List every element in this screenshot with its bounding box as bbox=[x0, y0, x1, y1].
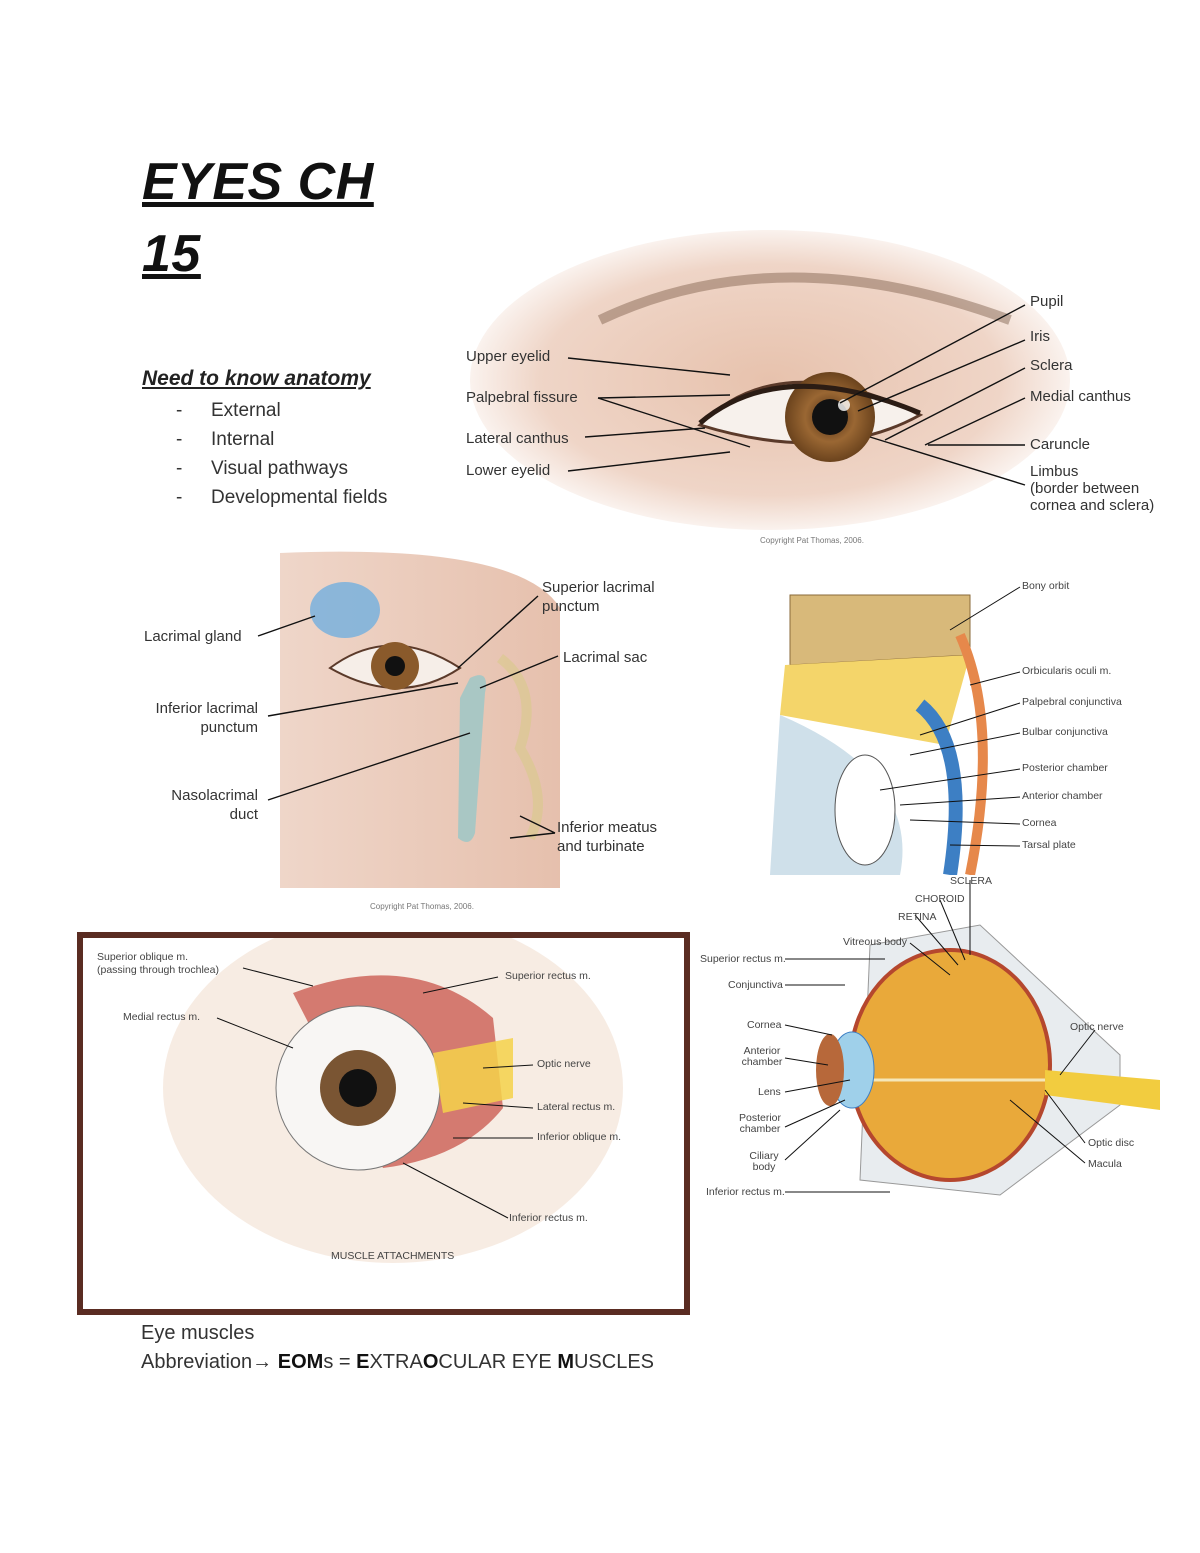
limbus-label: Limbus (border between cornea and sclera… bbox=[1030, 463, 1155, 514]
vitreous-label: Vitreous body bbox=[843, 936, 908, 948]
optic-nerve-label: Optic nerve bbox=[1070, 1021, 1124, 1033]
optic-disc-label: Optic disc bbox=[1088, 1137, 1135, 1149]
superior-punctum-label: Superior lacrimal punctum bbox=[542, 579, 655, 615]
eye-muscles-text: Eye muscles bbox=[141, 1322, 255, 1344]
inferior-rectus-label: Inferior rectus m. bbox=[706, 1186, 785, 1198]
medial-rectus-label: Medial rectus m. bbox=[123, 1011, 201, 1023]
lacrimal-gland-label: Lacrimal gland bbox=[144, 628, 242, 645]
cornea-label: Cornea bbox=[747, 1019, 782, 1031]
list-item: -Internal bbox=[176, 429, 275, 450]
posterior-chamber-label: Posterior chamber bbox=[738, 1112, 781, 1135]
credit-text: Copyright Pat Thomas, 2006. bbox=[760, 536, 864, 545]
cornea-label: Cornea bbox=[1022, 817, 1057, 829]
internal-eye-illustration bbox=[784, 880, 1160, 1196]
tarsal-plate-label: Tarsal plate bbox=[1022, 839, 1076, 851]
anterior-chamber-label: Anterior chamber bbox=[741, 1045, 783, 1068]
list-item: -Visual pathways bbox=[176, 458, 348, 479]
external-eye-illustration bbox=[470, 230, 1070, 530]
bulbar-conjunctiva-label: Bulbar conjunctiva bbox=[1022, 726, 1108, 738]
figure-caption: MUSCLE ATTACHMENTS bbox=[331, 1250, 455, 1262]
lateral-rectus-label: Lateral rectus m. bbox=[537, 1101, 616, 1113]
lateral-canthus-label: Lateral canthus bbox=[466, 430, 569, 447]
ciliary-body-label: Ciliary body bbox=[749, 1150, 779, 1173]
retina-label: RETINA bbox=[898, 911, 937, 923]
palpebral-conjunctiva-label: Palpebral conjunctiva bbox=[1022, 696, 1122, 708]
conjunctiva-label: Conjunctiva bbox=[728, 979, 783, 991]
section-heading: Need to know anatomy bbox=[142, 367, 371, 390]
macula-label: Macula bbox=[1088, 1158, 1122, 1170]
inferior-oblique-label: Inferior oblique m. bbox=[537, 1131, 622, 1143]
superior-rectus-label: Superior rectus m. bbox=[505, 970, 591, 982]
superior-oblique-label: Superior oblique m. (passing through tro… bbox=[97, 951, 219, 976]
muscle-attachments-figure: Superior oblique m. (passing through tro… bbox=[77, 913, 690, 1315]
superior-rectus-label: Superior rectus m. bbox=[700, 953, 786, 965]
page-title: EYES CH 15 bbox=[142, 153, 374, 283]
iris-label: Iris bbox=[1030, 328, 1050, 345]
sclera-label: SCLERA bbox=[950, 875, 993, 887]
choroid-label: CHOROID bbox=[915, 893, 965, 905]
internal-eye-figure: SCLERA CHOROID RETINA Vitreous body Supe… bbox=[700, 875, 1180, 1220]
abbreviation-text: Abbreviation→ EOMs = EXTRAOCULAR EYE MUS… bbox=[141, 1351, 655, 1373]
lacrimal-figure: Lacrimal gland Inferior lacrimal punctum… bbox=[140, 548, 700, 913]
lacrimal-sac-label: Lacrimal sac bbox=[563, 649, 648, 666]
lower-eyelid-label: Lower eyelid bbox=[466, 462, 551, 479]
topic-list: -External -Internal -Visual pathways -De… bbox=[176, 398, 387, 514]
list-item: -External bbox=[176, 400, 281, 421]
pupil-label: Pupil bbox=[1030, 293, 1064, 310]
credit-text: Copyright Pat Thomas, 2006. bbox=[370, 902, 474, 911]
posterior-chamber-label: Posterior chamber bbox=[1022, 762, 1108, 774]
eyelid-section-figure: Bony orbit Orbicularis oculi m. Palpebra… bbox=[770, 575, 1170, 877]
medial-canthus-label: Medial canthus bbox=[1030, 388, 1131, 405]
eyelid-section-illustration bbox=[770, 586, 1021, 877]
external-eye-figure: Upper eyelid Palpebral fissure Lateral c… bbox=[450, 225, 1170, 550]
orbicularis-label: Orbicularis oculi m. bbox=[1022, 665, 1112, 677]
nasolacrimal-duct-label: Nasolacrimal duct bbox=[171, 787, 258, 823]
list-item: -Developmental fields bbox=[176, 487, 388, 508]
inferior-punctum-label: Inferior lacrimal punctum bbox=[155, 700, 258, 736]
caruncle-label: Caruncle bbox=[1030, 436, 1091, 453]
lens-label: Lens bbox=[758, 1086, 781, 1098]
bony-orbit-label: Bony orbit bbox=[1022, 580, 1070, 592]
inferior-rectus-label: Inferior rectus m. bbox=[509, 1212, 588, 1224]
palpebral-fissure-label: Palpebral fissure bbox=[466, 389, 578, 406]
upper-eyelid-label: Upper eyelid bbox=[466, 348, 551, 365]
inferior-meatus-label: Inferior meatus and turbinate bbox=[557, 819, 658, 855]
lacrimal-illustration bbox=[257, 551, 560, 888]
sclera-label: Sclera bbox=[1030, 357, 1073, 374]
optic-nerve-label: Optic nerve bbox=[537, 1058, 591, 1070]
anterior-chamber-label: Anterior chamber bbox=[1022, 790, 1103, 802]
muscle-attachments-illustration bbox=[163, 913, 623, 1263]
